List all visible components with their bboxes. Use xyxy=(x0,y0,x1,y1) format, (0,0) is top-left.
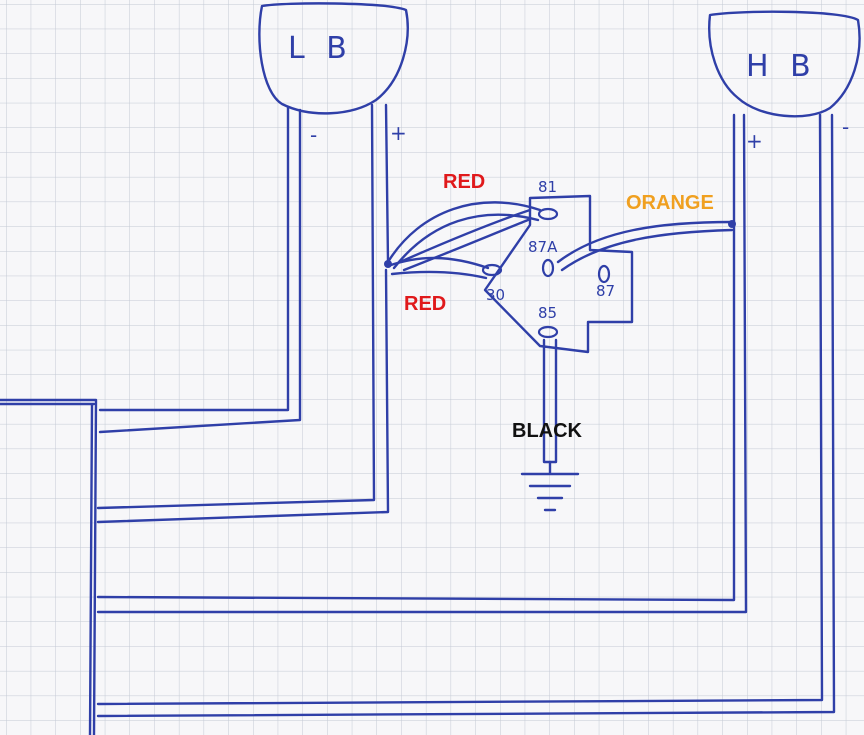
pin-87a-terminal xyxy=(541,258,555,278)
pin-81-terminal xyxy=(537,207,559,221)
high-beam-lamp xyxy=(708,10,861,118)
red-wire-label-top: RED xyxy=(443,171,485,193)
pin-30-terminal xyxy=(481,263,503,277)
red-wire-to-81 xyxy=(386,201,542,270)
hb-minus-sign: - xyxy=(842,115,849,139)
harness-bundle xyxy=(0,398,98,735)
lb-splice-dot xyxy=(384,260,392,268)
lb-plus-sign: + xyxy=(390,121,407,145)
pin-87-terminal xyxy=(597,264,611,284)
black-wire-label: BLACK xyxy=(512,420,583,442)
orange-wire xyxy=(556,220,734,272)
lb-minus-sign: - xyxy=(310,123,317,147)
hb-positive-wire xyxy=(96,113,748,614)
low-beam-label: L B xyxy=(288,31,353,66)
red-wire-cross xyxy=(398,208,532,272)
pin-87-label: 87 xyxy=(596,282,615,300)
red-wire-label-bottom: RED xyxy=(404,293,446,315)
pin-81-label: 81 xyxy=(538,178,557,196)
hb-negative-wire xyxy=(96,113,836,718)
pin-30-label: 30 xyxy=(486,286,505,304)
ground-symbol-icon xyxy=(520,460,580,512)
pin-87a-label: 87A xyxy=(528,238,558,256)
lb-negative-wire xyxy=(98,106,302,434)
pin-85-label: 85 xyxy=(538,304,557,322)
pin-85-terminal xyxy=(537,325,559,339)
lb-positive-wire xyxy=(96,103,390,524)
hb-plus-sign: + xyxy=(746,129,763,153)
low-beam-lamp xyxy=(258,2,409,115)
hb-splice-dot xyxy=(728,220,736,228)
high-beam-label: H B xyxy=(746,49,817,84)
orange-wire-label: ORANGE xyxy=(626,192,714,214)
